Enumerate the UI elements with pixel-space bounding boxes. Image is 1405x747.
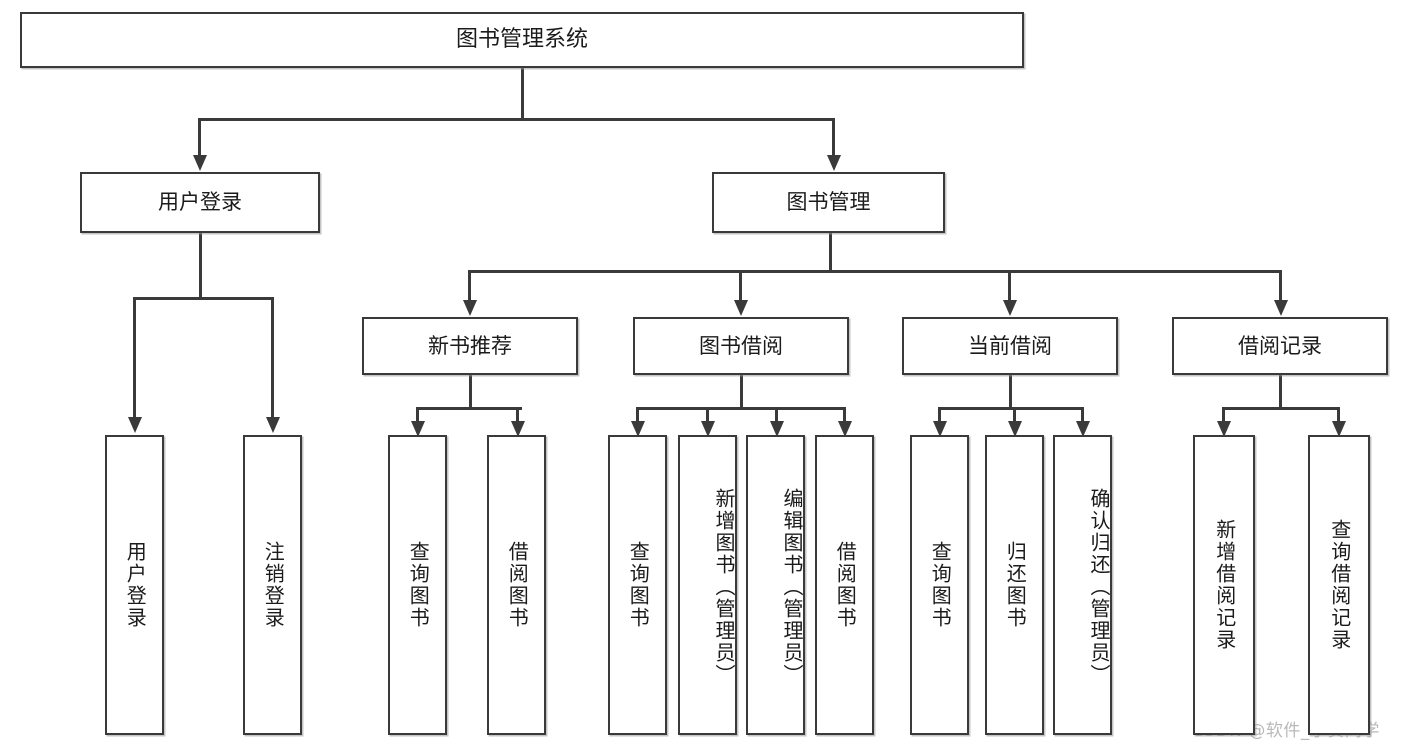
node-label: 图书借阅: [699, 333, 783, 358]
root-drop-2: [832, 118, 835, 155]
node-leaf-10[interactable]: 归还图书: [985, 435, 1044, 735]
node-level3-4[interactable]: 借阅记录: [1172, 317, 1388, 375]
node-label: 查询借阅记录: [1327, 519, 1352, 651]
arrowhead-icon: [127, 417, 142, 433]
manage-drop-2: [739, 270, 742, 300]
arrowhead-icon: [1007, 421, 1022, 437]
arrowhead-icon: [1002, 300, 1017, 316]
node-label: 借阅图书: [505, 541, 530, 629]
arrowhead-icon: [630, 421, 645, 437]
node-label: 查询图书: [626, 541, 651, 629]
arrowhead-icon: [700, 421, 715, 437]
node-label: 借阅图书: [833, 541, 858, 629]
manage-drop-1: [468, 270, 471, 300]
node-leaf-4[interactable]: 借阅图书: [487, 435, 546, 735]
login-drop-2: [271, 297, 274, 417]
node-leaf-12[interactable]: 新增借阅记录: [1193, 435, 1255, 735]
group-4-bus: [1222, 407, 1337, 410]
group-3-drop-1: [938, 407, 941, 421]
node-level2-2[interactable]: 图书管理: [712, 172, 945, 233]
node-leaf-6[interactable]: 新增图书（管理员）: [678, 435, 737, 735]
node-leaf-3[interactable]: 查询图书: [388, 435, 447, 735]
root-bus: [198, 118, 834, 121]
node-label: 确认归还（管理员）: [1087, 488, 1111, 686]
arrowhead-icon: [1216, 421, 1231, 437]
group-1-stem: [469, 375, 472, 407]
arrowhead-icon: [1331, 421, 1346, 437]
node-label: 新增图书（管理员）: [712, 488, 736, 686]
arrowhead-icon: [826, 155, 841, 171]
arrowhead-icon: [1273, 300, 1288, 316]
node-level3-3[interactable]: 当前借阅: [902, 317, 1118, 375]
group-2-drop-1: [636, 407, 639, 421]
arrowhead-icon: [265, 417, 280, 433]
node-leaf-13[interactable]: 查询借阅记录: [1308, 435, 1370, 735]
node-leaf-9[interactable]: 查询图书: [910, 435, 969, 735]
arrowhead-icon: [192, 155, 207, 171]
group-2-drop-4: [843, 407, 846, 421]
node-label: 新书推荐: [428, 333, 512, 358]
arrowhead-icon: [410, 421, 425, 437]
arrowhead-icon: [462, 300, 477, 316]
group-1-bus: [416, 407, 522, 410]
group-3-drop-2: [1013, 407, 1016, 421]
node-label: 借阅记录: [1238, 333, 1322, 358]
arrowhead-icon: [837, 421, 852, 437]
group-4-drop-1: [1222, 407, 1225, 421]
node-leaf-5[interactable]: 查询图书: [608, 435, 667, 735]
node-level3-1[interactable]: 新书推荐: [362, 317, 578, 375]
group-2-drop-2: [706, 407, 709, 421]
node-label: 编辑图书（管理员）: [780, 488, 804, 686]
node-leaf-8[interactable]: 借阅图书: [815, 435, 874, 735]
root-drop-1: [198, 118, 201, 155]
login-drop-1: [133, 297, 136, 417]
arrowhead-icon: [932, 421, 947, 437]
group-4-stem: [1279, 375, 1282, 407]
arrowhead-icon: [733, 300, 748, 316]
login-bus: [133, 297, 272, 300]
node-root-图书管理系统[interactable]: 图书管理系统: [20, 12, 1024, 68]
group-4-drop-2: [1337, 407, 1340, 421]
manage-drop-4: [1279, 270, 1282, 300]
manage-drop-3: [1008, 270, 1011, 300]
root-stem: [521, 68, 524, 120]
group-1-drop-1: [416, 407, 419, 421]
node-leaf-1[interactable]: 用户登录: [105, 435, 164, 735]
manage-stem: [829, 233, 832, 273]
arrowhead-icon: [510, 421, 525, 437]
login-stem: [199, 233, 202, 299]
node-level3-2[interactable]: 图书借阅: [633, 317, 849, 375]
node-label: 图书管理: [786, 190, 871, 215]
node-label: 用户登录: [123, 541, 148, 629]
node-label: 注销登录: [261, 541, 286, 629]
node-leaf-7[interactable]: 编辑图书（管理员）: [746, 435, 805, 735]
group-3-drop-3: [1081, 407, 1084, 421]
node-leaf-2[interactable]: 注销登录: [243, 435, 302, 735]
group-2-bus: [636, 407, 844, 410]
group-3-stem: [1009, 375, 1012, 407]
node-label: 查询图书: [928, 541, 953, 629]
group-3-bus: [938, 407, 1081, 410]
node-label: 用户登录: [158, 190, 242, 215]
group-2-drop-3: [775, 407, 778, 421]
node-label: 新增借阅记录: [1212, 519, 1237, 651]
arrowhead-icon: [769, 421, 784, 437]
group-2-stem: [740, 375, 743, 407]
manage-bus: [468, 270, 1280, 273]
node-leaf-11[interactable]: 确认归还（管理员）: [1053, 435, 1112, 735]
node-label: 图书管理系统: [455, 27, 588, 53]
group-1-drop-2: [516, 407, 519, 421]
node-label: 当前借阅: [968, 333, 1052, 358]
node-level2-1[interactable]: 用户登录: [80, 172, 320, 233]
node-label: 查询图书: [406, 541, 431, 629]
arrowhead-icon: [1075, 421, 1090, 437]
node-label: 归还图书: [1003, 541, 1028, 629]
